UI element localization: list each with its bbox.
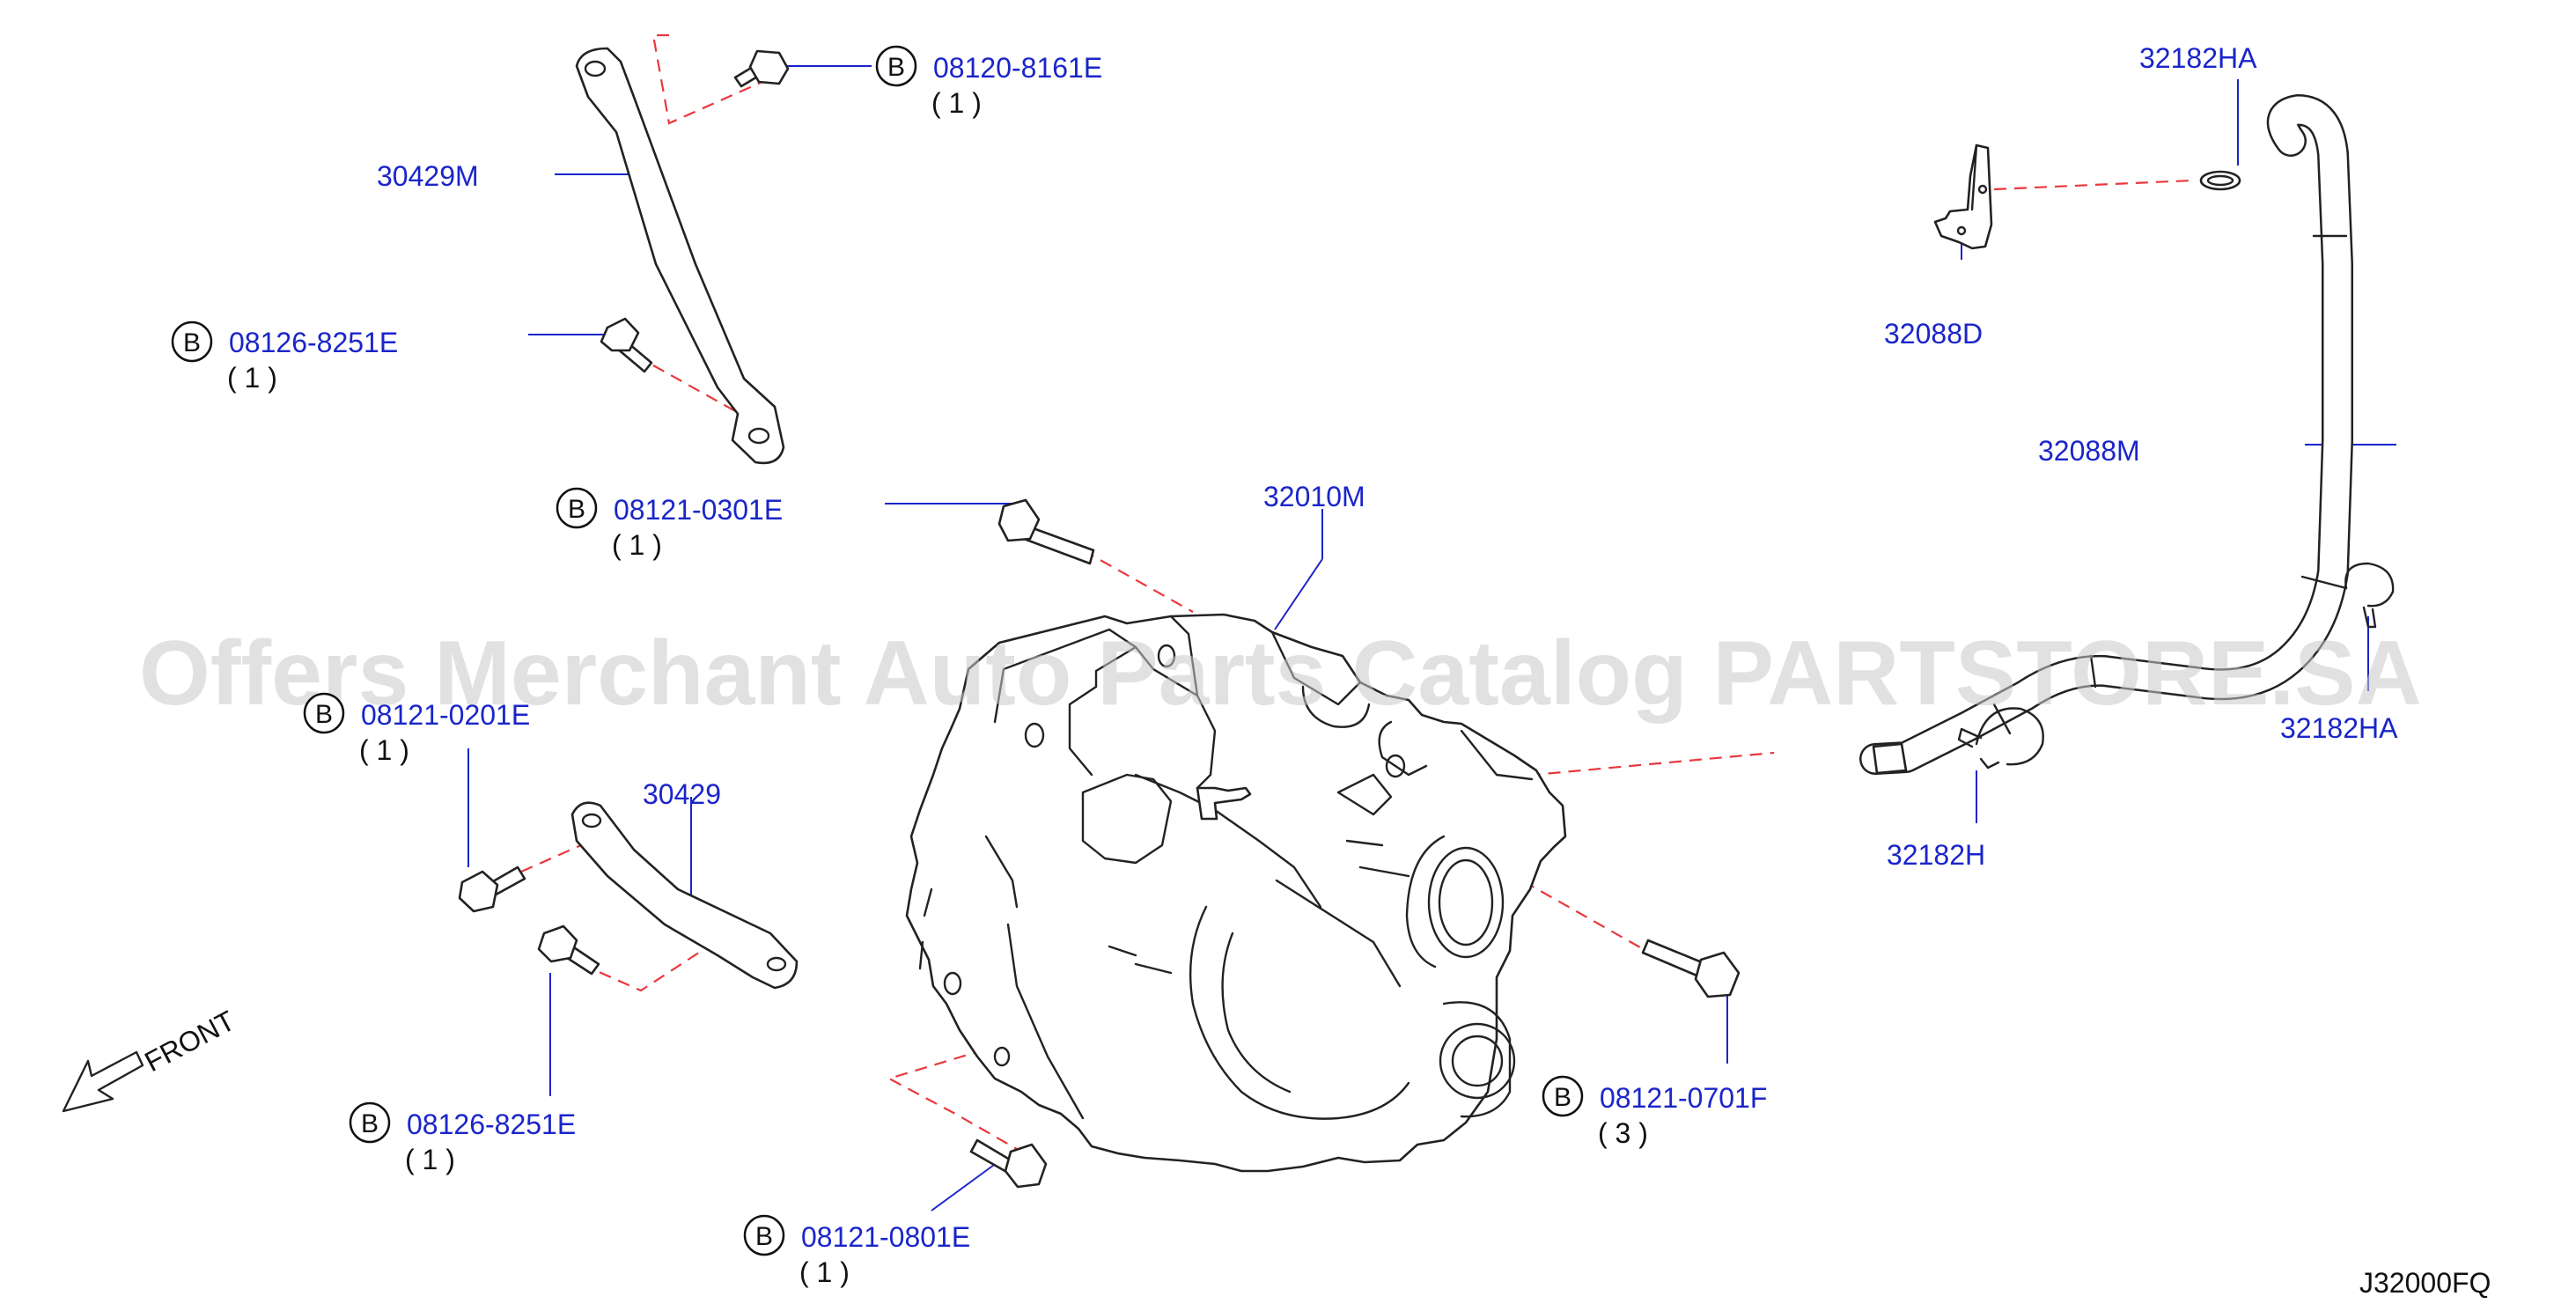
part-labels[interactable]: 30429M 30429 32010M 32182HA 32088D 32088… <box>377 42 2398 871</box>
bolt-callout-08121-0801E[interactable]: B 08121-0801E ( 1 ) <box>743 1214 970 1288</box>
bolt-08121-0301E-drawing <box>997 498 1095 565</box>
bolt-code[interactable]: 08121-0801E <box>801 1221 970 1253</box>
bolt-qty: ( 1 ) <box>227 362 277 394</box>
bolt-08126-8251E-upper-drawing <box>600 317 653 373</box>
label-32182H[interactable]: 32182H <box>1887 839 1985 871</box>
label-32182HA-top[interactable]: 32182HA <box>2139 42 2257 74</box>
bolt-qty: ( 1 ) <box>799 1256 850 1288</box>
transmission-case-32010M <box>905 613 1567 1173</box>
bolt-marker: B <box>755 1222 773 1251</box>
bracket-30429M <box>575 47 785 465</box>
bolt-callout-08120-8161E[interactable]: B 08120-8161E ( 1 ) <box>875 45 1102 119</box>
bolt-08121-0701F-drawing <box>1641 939 1741 998</box>
clamp-32182HA-top <box>2199 170 2241 191</box>
front-label: FRONT <box>139 1005 239 1079</box>
bolt-code[interactable]: 08126-8251E <box>229 327 398 358</box>
label-32010M[interactable]: 32010M <box>1263 481 1365 512</box>
bolt-callout-08121-0701F[interactable]: B 08121-0701F ( 3 ) <box>1542 1075 1767 1149</box>
bolt-08121-0801E-drawing <box>969 1138 1048 1189</box>
label-32182HA-right[interactable]: 32182HA <box>2280 712 2398 744</box>
front-arrow-icon <box>62 1050 144 1113</box>
label-32088D[interactable]: 32088D <box>1884 318 1983 350</box>
bolt-code[interactable]: 08121-0701F <box>1600 1082 1767 1114</box>
bolt-qty: ( 1 ) <box>612 529 662 561</box>
watermark: Offers Merchant Auto Parts Catalog PARTS… <box>139 622 2422 725</box>
bolt-marker: B <box>887 53 905 82</box>
bolt-08120-8161E-drawing <box>733 49 790 88</box>
bolt-callout-08121-0201E[interactable]: B 08121-0201E ( 1 ) <box>303 692 530 766</box>
bracket-32088D <box>1933 144 1993 250</box>
bolt-qty: ( 1 ) <box>359 734 409 766</box>
clamp-32182H <box>1957 707 2044 770</box>
label-32088M[interactable]: 32088M <box>2038 435 2140 467</box>
bolt-marker: B <box>1554 1083 1571 1112</box>
bolt-qty: ( 1 ) <box>931 87 982 119</box>
bolt-code[interactable]: 08121-0301E <box>614 494 783 526</box>
bolt-marker: B <box>315 700 333 729</box>
bolt-callout-08126-8251E-upper[interactable]: B 08126-8251E ( 1 ) <box>171 320 398 394</box>
bolt-callout-08126-8251E-lower[interactable]: B 08126-8251E ( 1 ) <box>349 1101 576 1175</box>
bolt-08121-0201E-drawing <box>458 865 526 913</box>
bolt-qty: ( 1 ) <box>405 1144 455 1175</box>
bolt-08126-8251E-lower-drawing <box>537 924 600 976</box>
bolt-marker: B <box>183 328 201 357</box>
hose-32088M <box>1859 94 2353 775</box>
label-30429M[interactable]: 30429M <box>377 160 479 192</box>
bolt-code[interactable]: 08121-0201E <box>361 699 530 731</box>
bolt-code[interactable]: 08120-8161E <box>933 52 1102 84</box>
bracket-30429 <box>570 801 799 990</box>
clamp-32182HA-right <box>2344 562 2395 629</box>
label-30429[interactable]: 30429 <box>643 778 721 810</box>
bolt-marker: B <box>568 495 585 524</box>
bolt-marker: B <box>361 1109 379 1138</box>
bolt-callout-08121-0301E[interactable]: B 08121-0301E ( 1 ) <box>556 487 783 561</box>
bolt-code[interactable]: 08126-8251E <box>407 1108 576 1140</box>
diagram-code: J32000FQ <box>2359 1267 2491 1299</box>
bolt-qty: ( 3 ) <box>1598 1117 1648 1149</box>
